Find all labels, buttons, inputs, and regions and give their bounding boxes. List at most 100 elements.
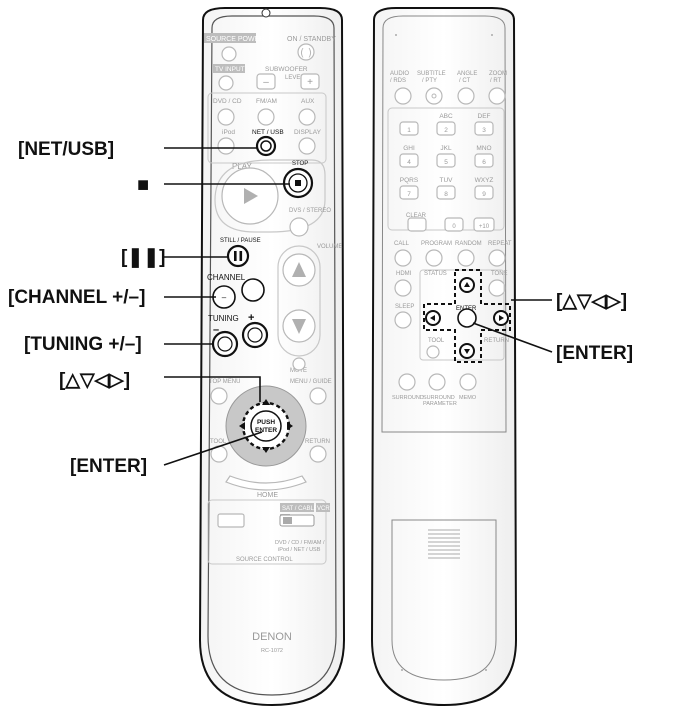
top-menu-button[interactable] — [210, 387, 228, 405]
key-letters-label: MNO — [476, 145, 491, 152]
ir-emitter-icon — [261, 8, 271, 18]
net-usb-button[interactable] — [255, 135, 277, 157]
menu-guide-label: MENU / GUIDE — [290, 379, 332, 385]
mute-button[interactable] — [292, 357, 306, 371]
subwoofer-minus-button[interactable] — [256, 73, 276, 90]
key-letters-label: ABC — [439, 113, 453, 120]
number-key-6[interactable] — [474, 153, 494, 168]
number-key-label: 6 — [482, 159, 486, 166]
push-enter-button[interactable] — [250, 410, 282, 442]
pause-button[interactable] — [226, 244, 250, 268]
callouts-left: [NET/USB] ■ [❚❚] [CHANNEL +/–] [TUNING +… — [8, 139, 290, 477]
sat-cable-tag — [280, 503, 314, 512]
enter-label: ENTER — [255, 427, 277, 434]
channel-plus-button[interactable] — [241, 278, 265, 302]
slide-switch-knob[interactable] — [283, 517, 292, 524]
channel-label: CHANNEL — [207, 273, 246, 282]
leader-enter-right — [472, 322, 553, 353]
tv-input-button[interactable] — [218, 75, 234, 91]
plus10-button[interactable] — [473, 217, 495, 232]
menu-guide-button[interactable] — [309, 387, 327, 405]
tv-input-label: TV INPUT — [215, 66, 245, 73]
random-button[interactable] — [457, 249, 475, 267]
source-control-button[interactable] — [217, 513, 245, 528]
back-tool-button[interactable] — [426, 345, 440, 359]
back-tool-label: TOOL — [428, 338, 445, 344]
key-letters-label: JKL — [440, 145, 452, 152]
dvs-stereo-button[interactable] — [289, 217, 309, 237]
program-button[interactable] — [425, 249, 443, 267]
battery-cover-grip — [428, 529, 460, 559]
subwoofer-label: SUBWOOFER — [265, 66, 308, 73]
sleep-button[interactable] — [394, 311, 412, 329]
leader-cursor-left — [164, 376, 261, 402]
source-control-panel — [207, 499, 327, 565]
power-symbol-icon: ( ) — [300, 46, 312, 59]
number-key-7[interactable] — [399, 185, 419, 200]
subtitle-pty-button[interactable] — [425, 87, 443, 105]
leader-enter-left — [163, 431, 263, 466]
fm-am-button[interactable] — [257, 108, 275, 126]
subwoofer-plus-button[interactable] — [300, 73, 320, 90]
audio-rds-label: AUDIO/ RDS — [390, 71, 409, 84]
screw-dot — [401, 669, 403, 671]
slide-options-line1: DVD / CD / FM/AM / — [275, 540, 325, 546]
cursor-up-icon[interactable] — [262, 399, 270, 405]
return-button[interactable] — [309, 445, 327, 463]
tuning-plus-ring — [247, 327, 263, 343]
key-letters-label: WXYZ — [475, 177, 494, 184]
number-key-label: 4 — [407, 159, 411, 166]
pause-icon-bar-left — [234, 251, 237, 261]
repeat-button[interactable] — [488, 249, 506, 267]
call-button[interactable] — [394, 249, 412, 267]
dvd-cd-button[interactable] — [217, 108, 235, 126]
tuning-minus-button[interactable] — [211, 330, 239, 358]
hdmi-button[interactable] — [394, 279, 412, 297]
surround-button[interactable] — [398, 373, 416, 391]
number-key-3[interactable] — [474, 121, 494, 136]
back-enter-button[interactable] — [457, 308, 477, 328]
play-icon — [244, 188, 258, 204]
surround-parameter-button[interactable] — [428, 373, 446, 391]
number-key-1[interactable] — [399, 121, 419, 136]
screw-dot — [491, 34, 493, 36]
subtitle-pty-label: SUBTITLE/ PTY — [417, 71, 446, 84]
number-key-4[interactable] — [399, 153, 419, 168]
tone-button[interactable] — [488, 279, 506, 297]
aux-button[interactable] — [298, 108, 316, 126]
surround-label: SURROUND — [392, 395, 424, 401]
source-power-button[interactable] — [221, 46, 237, 62]
number-key-2[interactable] — [436, 121, 456, 136]
angle-ct-button[interactable] — [457, 87, 475, 105]
cursor-right-icon[interactable] — [287, 422, 293, 430]
cursor-down-icon[interactable] — [262, 447, 270, 453]
battery-cover — [391, 519, 497, 681]
zero-button[interactable] — [444, 217, 464, 232]
return-label: RETURN — [305, 439, 330, 445]
memo-button[interactable] — [459, 373, 477, 391]
back-return-label: RETURN — [484, 338, 509, 344]
fm-am-label: FM/AM — [256, 98, 277, 105]
number-key-label: 1 — [407, 127, 411, 134]
number-key-5[interactable] — [436, 153, 456, 168]
back-remote: AUDIO/ RDS SUBTITLE/ PTY ANGLE/ CT ZOOM/… — [370, 7, 518, 707]
back-cover-panel — [381, 15, 507, 433]
audio-rds-button[interactable] — [394, 87, 412, 105]
on-standby-button[interactable] — [297, 43, 315, 61]
number-key-9[interactable] — [474, 185, 494, 200]
stop-icon — [295, 180, 301, 186]
call-label: CALL — [394, 241, 410, 247]
clear-button[interactable] — [407, 217, 427, 232]
display-button[interactable] — [298, 137, 316, 155]
number-key-label: 9 — [482, 191, 486, 198]
source-power-tag — [204, 33, 256, 43]
tuning-plus-button[interactable] — [241, 321, 269, 349]
zoom-rt-button[interactable] — [488, 87, 506, 105]
ipod-button[interactable] — [217, 137, 235, 155]
callout-pause: [❚❚] — [121, 247, 166, 268]
cursor-left-icon[interactable] — [239, 422, 245, 430]
number-key-8[interactable] — [436, 185, 456, 200]
home-button[interactable] — [225, 475, 307, 491]
callout-net-usb: [NET/USB] — [18, 139, 114, 160]
angle-ct-label: ANGLE/ CT — [457, 71, 477, 84]
